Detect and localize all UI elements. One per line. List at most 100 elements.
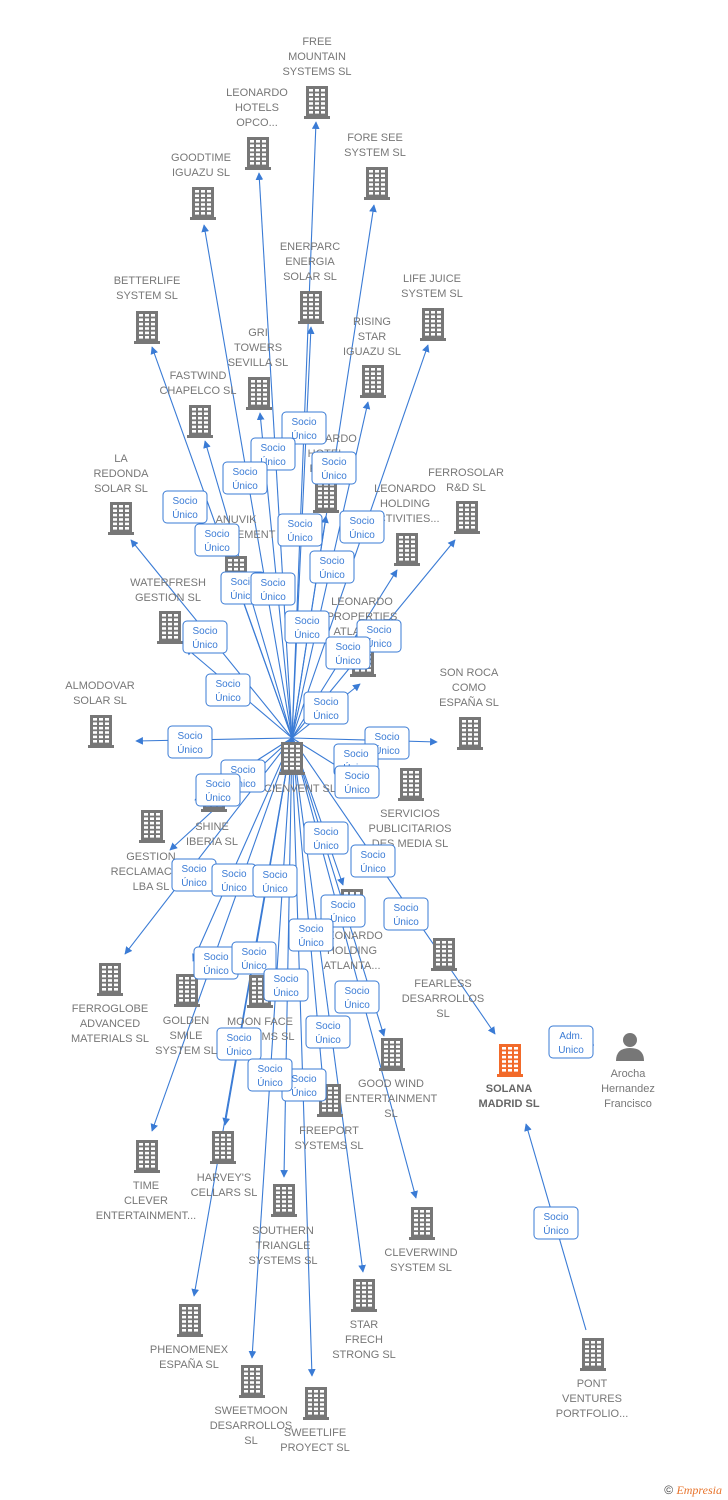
building-window bbox=[425, 311, 429, 314]
building-window bbox=[362, 1286, 366, 1289]
building-window bbox=[459, 504, 463, 507]
building-window bbox=[156, 830, 160, 834]
building-icon-sonroca[interactable] bbox=[457, 717, 483, 750]
building-window bbox=[409, 793, 413, 796]
building-icon-rising[interactable] bbox=[360, 365, 386, 398]
building-window bbox=[114, 966, 118, 969]
building-window bbox=[156, 821, 160, 825]
building-icon-fore[interactable] bbox=[364, 167, 390, 200]
building-icon-sweetlife[interactable] bbox=[303, 1387, 329, 1420]
building-icon-cleverwind[interactable] bbox=[409, 1207, 435, 1240]
building-icon-fastwind[interactable] bbox=[187, 405, 213, 438]
building-icon-free[interactable] bbox=[304, 86, 330, 119]
building-window bbox=[151, 1147, 155, 1150]
building-icon-leonardo_hotels[interactable] bbox=[245, 137, 271, 170]
building-window bbox=[290, 749, 294, 752]
building-icon-leonardo_hotel2[interactable] bbox=[313, 480, 339, 513]
badge-box bbox=[303, 691, 349, 725]
building-icon-pont[interactable] bbox=[580, 1338, 606, 1371]
building-base bbox=[364, 197, 390, 200]
building-icon-phenomenex[interactable] bbox=[177, 1304, 203, 1337]
building-icon-sweetmoon[interactable] bbox=[239, 1365, 265, 1398]
adm-badge[interactable]: Adm.Unico bbox=[548, 1025, 594, 1059]
building-window bbox=[151, 1156, 155, 1159]
building-icon-enerparc[interactable] bbox=[298, 291, 324, 324]
building-window bbox=[431, 324, 435, 327]
person-icon[interactable] bbox=[616, 1033, 644, 1061]
label-line: GESTION bbox=[126, 851, 176, 863]
badge-box bbox=[205, 673, 251, 707]
building-window bbox=[256, 1385, 260, 1389]
building-window bbox=[119, 509, 123, 512]
brand-logo[interactable]: Empresia bbox=[676, 1483, 722, 1497]
building-icon-betterlife[interactable] bbox=[134, 311, 160, 344]
building-icon-center[interactable] bbox=[279, 742, 305, 775]
building-icon-timeclever[interactable] bbox=[134, 1140, 160, 1173]
building-icon-goodwind[interactable] bbox=[379, 1038, 405, 1071]
building-icon-leonardo_holding[interactable] bbox=[394, 533, 420, 566]
building-icon-solana[interactable] bbox=[497, 1044, 523, 1077]
building-icon-ferrosolar[interactable] bbox=[454, 501, 480, 534]
building-icon-laredonda[interactable] bbox=[108, 502, 134, 535]
building-icon-southern[interactable] bbox=[271, 1184, 297, 1217]
building-icon-harveys[interactable] bbox=[210, 1131, 236, 1164]
building-window bbox=[375, 178, 379, 182]
building-icon-starfresh[interactable] bbox=[351, 1279, 377, 1312]
badge-text: Socio bbox=[230, 577, 255, 588]
building-icon-servicios[interactable] bbox=[398, 768, 424, 801]
label-line: HOLDING bbox=[327, 945, 377, 957]
building-base bbox=[303, 1417, 329, 1420]
label-line: SWEETMOON bbox=[214, 1405, 287, 1417]
building-icon-gri[interactable] bbox=[246, 377, 272, 410]
building-icon-goodtime[interactable] bbox=[190, 187, 216, 220]
building-window bbox=[198, 416, 202, 420]
building-icon-ferroglobe[interactable] bbox=[97, 963, 123, 996]
badge-box bbox=[350, 844, 396, 878]
building-icon-golden[interactable] bbox=[174, 974, 200, 1007]
building-icon-lifejuice[interactable] bbox=[420, 308, 446, 341]
building-window bbox=[195, 207, 199, 211]
building-window bbox=[384, 1045, 388, 1048]
building-icon-gestion[interactable] bbox=[139, 810, 165, 843]
building-icon-almodovar[interactable] bbox=[88, 715, 114, 748]
building-window bbox=[371, 372, 375, 375]
building-icon-fearless[interactable] bbox=[431, 938, 457, 971]
building-icon-waterfresh[interactable] bbox=[157, 611, 183, 644]
label-line: SL bbox=[436, 1008, 449, 1020]
